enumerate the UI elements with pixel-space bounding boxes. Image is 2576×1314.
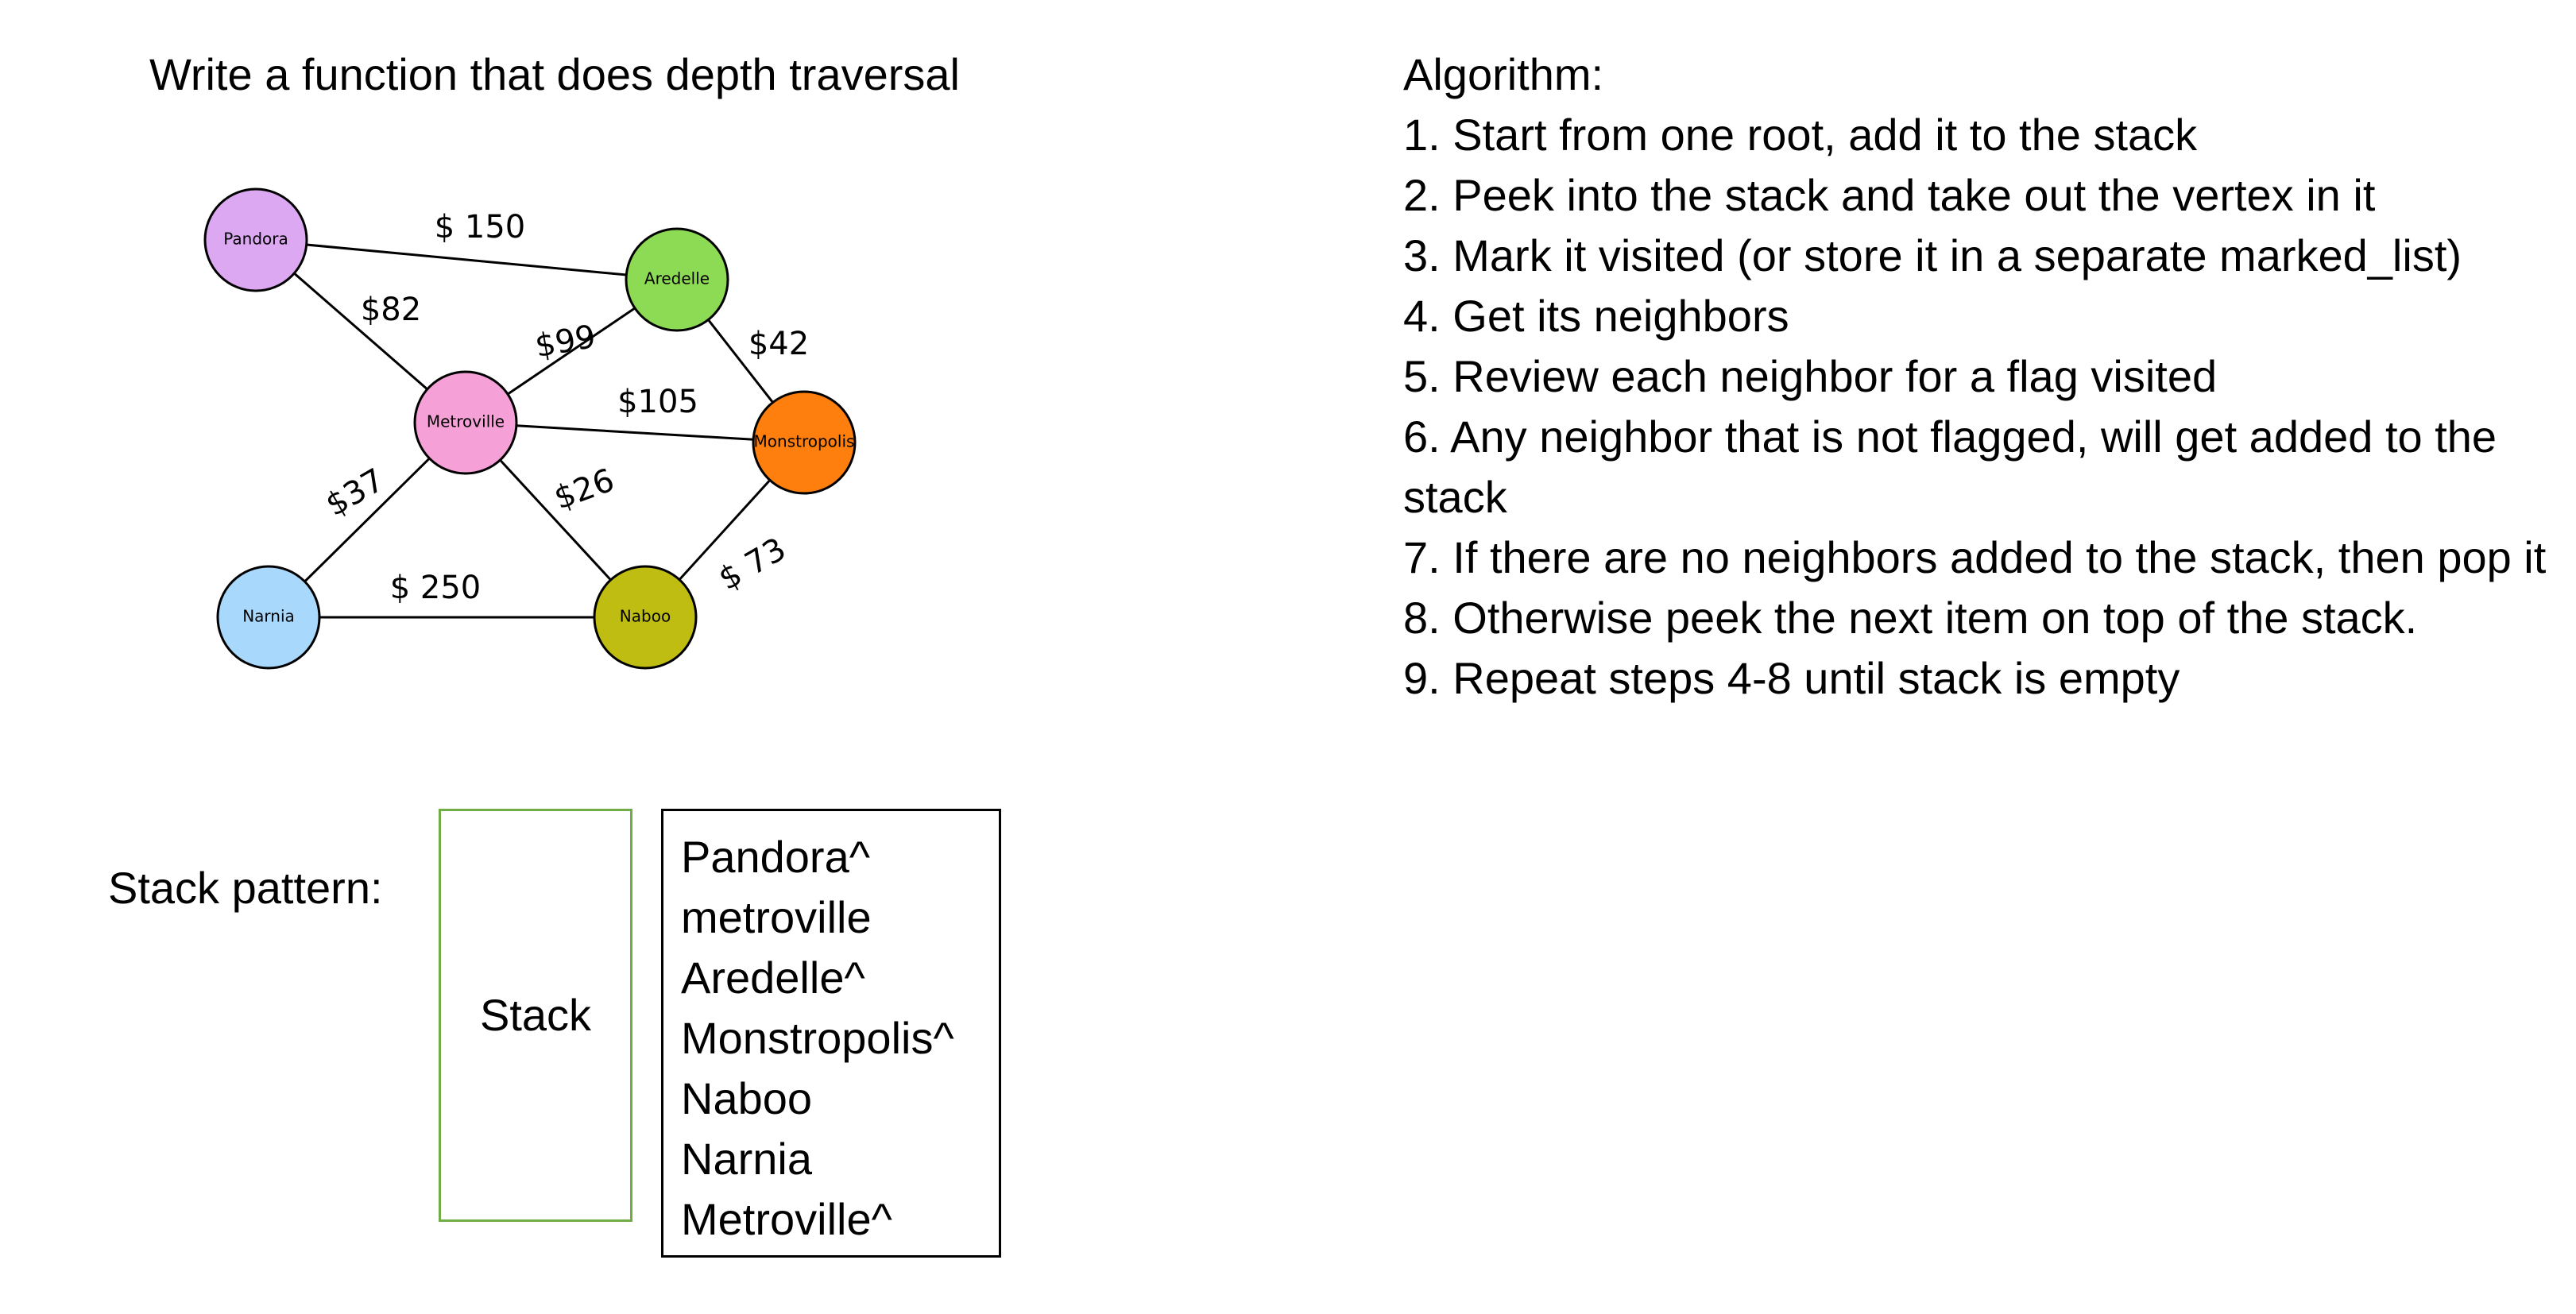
algorithm-step: 6. Any neighbor that is not flagged, wil… xyxy=(1403,412,2497,522)
stack-item: Pandora^ xyxy=(681,832,870,882)
node-label: Narnia xyxy=(242,607,295,626)
stack-box: Stack xyxy=(439,809,632,1222)
algorithm-step: 1. Start from one root, add it to the st… xyxy=(1403,110,2198,160)
node-circle xyxy=(752,390,857,495)
edge-pandora-aredelle xyxy=(255,238,678,281)
edge-weight-label: $105 xyxy=(617,384,698,420)
algorithm-step: 7. If there are no neighbors added to th… xyxy=(1403,532,2547,582)
edge-weight-label: $26 xyxy=(550,462,619,516)
algorithm-step: 8. Otherwise peek the next item on top o… xyxy=(1403,593,2418,643)
node-metroville: Metroville xyxy=(413,370,518,475)
node-narnia: Narnia xyxy=(216,565,321,670)
stack-item: Narnia xyxy=(681,1134,812,1184)
node-circle xyxy=(413,370,518,475)
node-circle xyxy=(625,227,729,332)
node-circle xyxy=(216,565,321,670)
node-label: Naboo xyxy=(620,607,671,626)
edge-weight-label: $42 xyxy=(748,326,809,362)
stack-label: Stack xyxy=(479,990,592,1040)
stack-item: Monstropolis^ xyxy=(681,1013,954,1063)
node-pandora: Pandora xyxy=(203,187,308,292)
edge-weight-label: $37 xyxy=(319,462,390,524)
algorithm-step: 3. Mark it visited (or store it in a sep… xyxy=(1403,230,2462,280)
stack-items-list: Pandora^ metroville Aredelle^ Monstropol… xyxy=(661,809,1001,1258)
stack-item: Naboo xyxy=(681,1073,813,1123)
edge-weight-label: $ 73 xyxy=(713,531,792,597)
edge-weight-label: $ 250 xyxy=(390,570,482,606)
node-circle xyxy=(593,565,698,670)
node-monstropolis: Monstropolis xyxy=(752,390,857,495)
stack-pattern-label: Stack pattern: xyxy=(108,863,383,913)
algorithm-step: 5. Review each neighbor for a flag visit… xyxy=(1403,351,2218,401)
algorithm-step: 9. Repeat steps 4-8 until stack is empty xyxy=(1403,653,2180,703)
algorithm-step: 2. Peek into the stack and take out the … xyxy=(1403,170,2376,220)
node-naboo: Naboo xyxy=(593,565,698,670)
node-label: Pandora xyxy=(223,230,288,249)
stack-item: metroville xyxy=(681,892,872,942)
edge-weight-label: $82 xyxy=(361,292,421,328)
algorithm-panel: Algorithm: 1. Start from one root, add i… xyxy=(1403,44,2547,709)
stack-item: Metroville^ xyxy=(681,1194,892,1244)
node-label: Aredelle xyxy=(644,269,710,288)
algorithm-title: Algorithm: xyxy=(1403,49,1604,99)
edge-weight-label: $99 xyxy=(532,319,598,365)
algorithm-step: 4. Get its neighbors xyxy=(1403,291,1789,341)
node-label: Monstropolis xyxy=(754,432,855,451)
page-title: Write a function that does depth travers… xyxy=(149,49,960,99)
node-aredelle: Aredelle xyxy=(625,227,729,332)
node-label: Metroville xyxy=(427,412,505,431)
edge-weight-label: $ 150 xyxy=(435,209,526,245)
stack-item: Aredelle^ xyxy=(681,953,865,1003)
edge-metroville-monstropolis xyxy=(465,421,805,444)
node-circle xyxy=(203,187,308,292)
